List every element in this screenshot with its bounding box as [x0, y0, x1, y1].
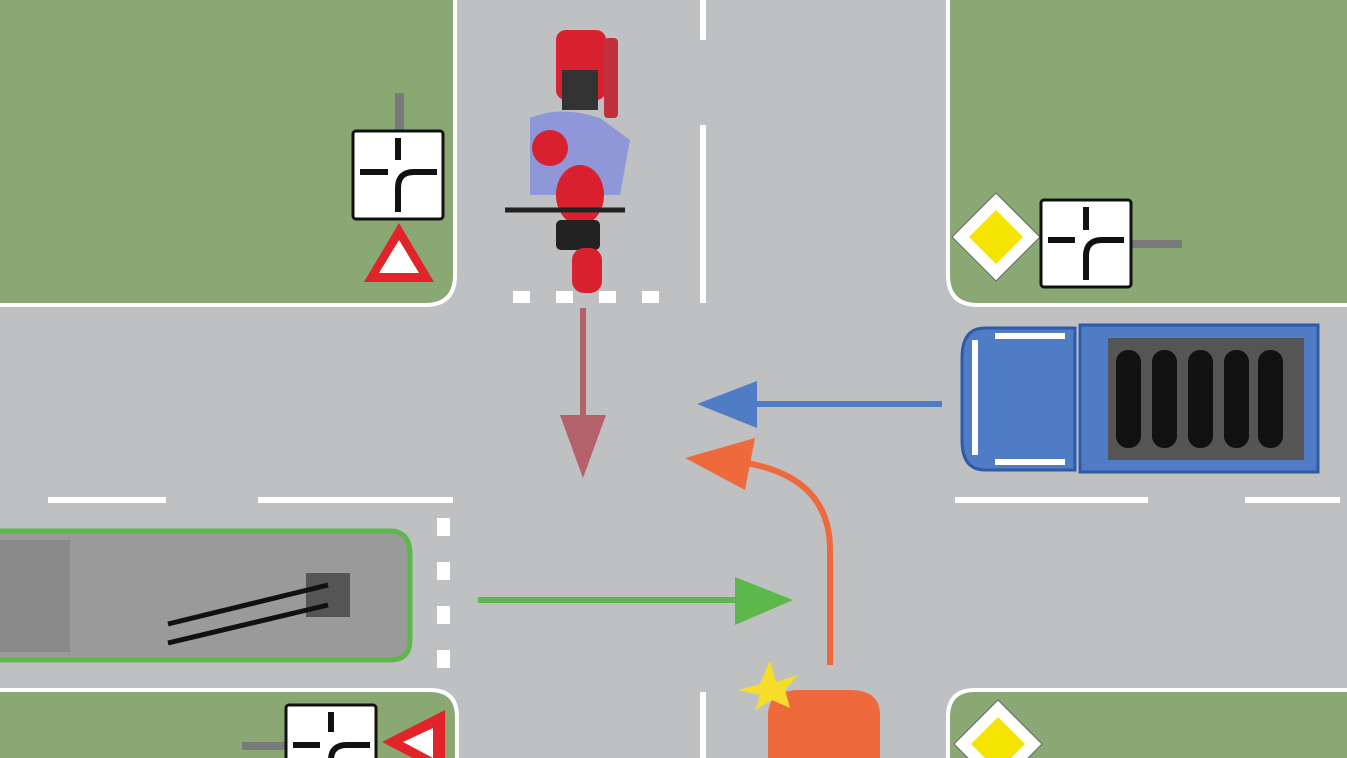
turn-signal-icon — [738, 660, 798, 710]
road-layout-sign-icon — [1039, 198, 1133, 289]
signs-top-left — [351, 93, 445, 282]
road-layout-sign-icon — [351, 129, 445, 221]
motorcycle-path-arrow — [560, 308, 606, 478]
center-line — [700, 692, 706, 758]
yield-sign-icon — [382, 710, 445, 758]
truck — [960, 323, 1320, 474]
yield-sign-icon — [364, 223, 434, 282]
grass-bottom-left — [0, 688, 459, 758]
center-line — [258, 497, 453, 503]
car — [738, 660, 880, 758]
motorcycle — [505, 30, 630, 293]
signs-bottom-left — [242, 703, 445, 758]
center-line — [48, 497, 166, 503]
truck-path-arrow — [697, 381, 942, 428]
bus-path-arrow — [478, 577, 793, 625]
lane-markings — [48, 0, 1340, 758]
signs-top-right — [951, 192, 1182, 289]
grass-top-left — [0, 0, 457, 307]
road-layout-sign-icon — [284, 703, 378, 758]
car-path-arrow — [685, 438, 833, 665]
bus — [0, 528, 413, 663]
priority-road-sign-icon — [953, 699, 1043, 758]
yield-line-top — [513, 291, 659, 303]
grass-bottom-right — [946, 688, 1347, 758]
center-line — [955, 497, 1148, 503]
priority-road-sign-icon — [951, 192, 1041, 282]
center-line — [1245, 497, 1340, 503]
center-line — [700, 125, 706, 303]
center-line — [700, 0, 706, 40]
yield-line-left — [437, 518, 450, 668]
